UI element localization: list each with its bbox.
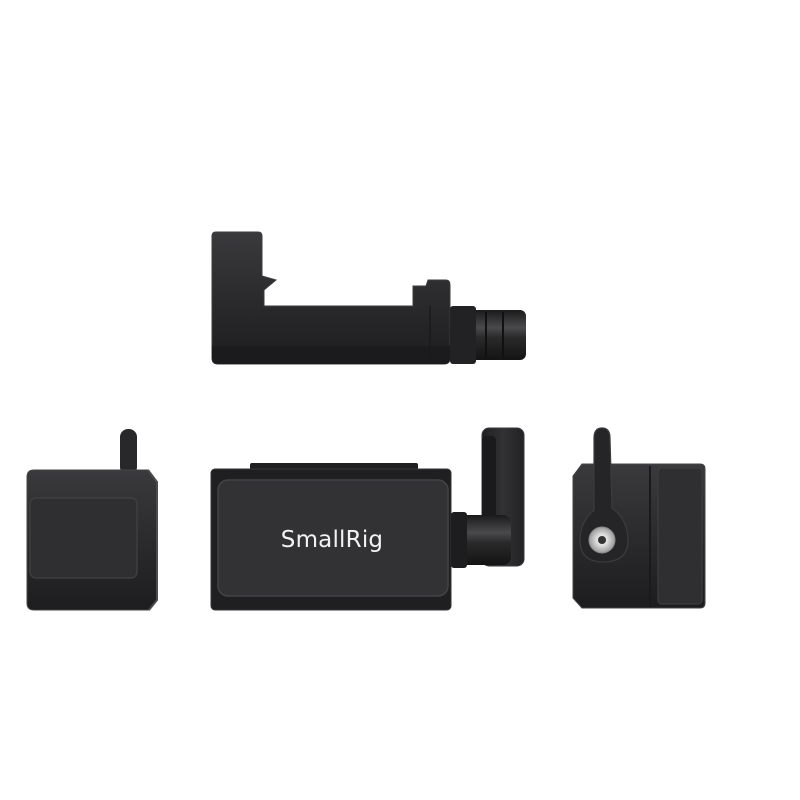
front-view-brand-logo: SmallRig (281, 527, 383, 553)
right-view-lever (579, 427, 629, 563)
front-view-face-panel (217, 479, 449, 597)
right-side-view (572, 427, 706, 609)
top-view-bottom-shade (212, 346, 450, 364)
front-view-lever-shadow (482, 436, 496, 536)
left-view-edge-bevel (147, 469, 158, 611)
left-view-lever (120, 429, 137, 475)
right-view-screw-hex (598, 536, 606, 544)
front-view-knob-collar (451, 512, 467, 568)
top-view-knob-collar (450, 306, 476, 364)
right-view-inner-panel (657, 467, 703, 605)
top-view (211, 231, 526, 365)
left-side-view (26, 429, 158, 611)
top-view-clamp-body (211, 231, 451, 365)
left-view-face-panel (29, 497, 138, 579)
front-view: SmallRig (210, 427, 525, 611)
